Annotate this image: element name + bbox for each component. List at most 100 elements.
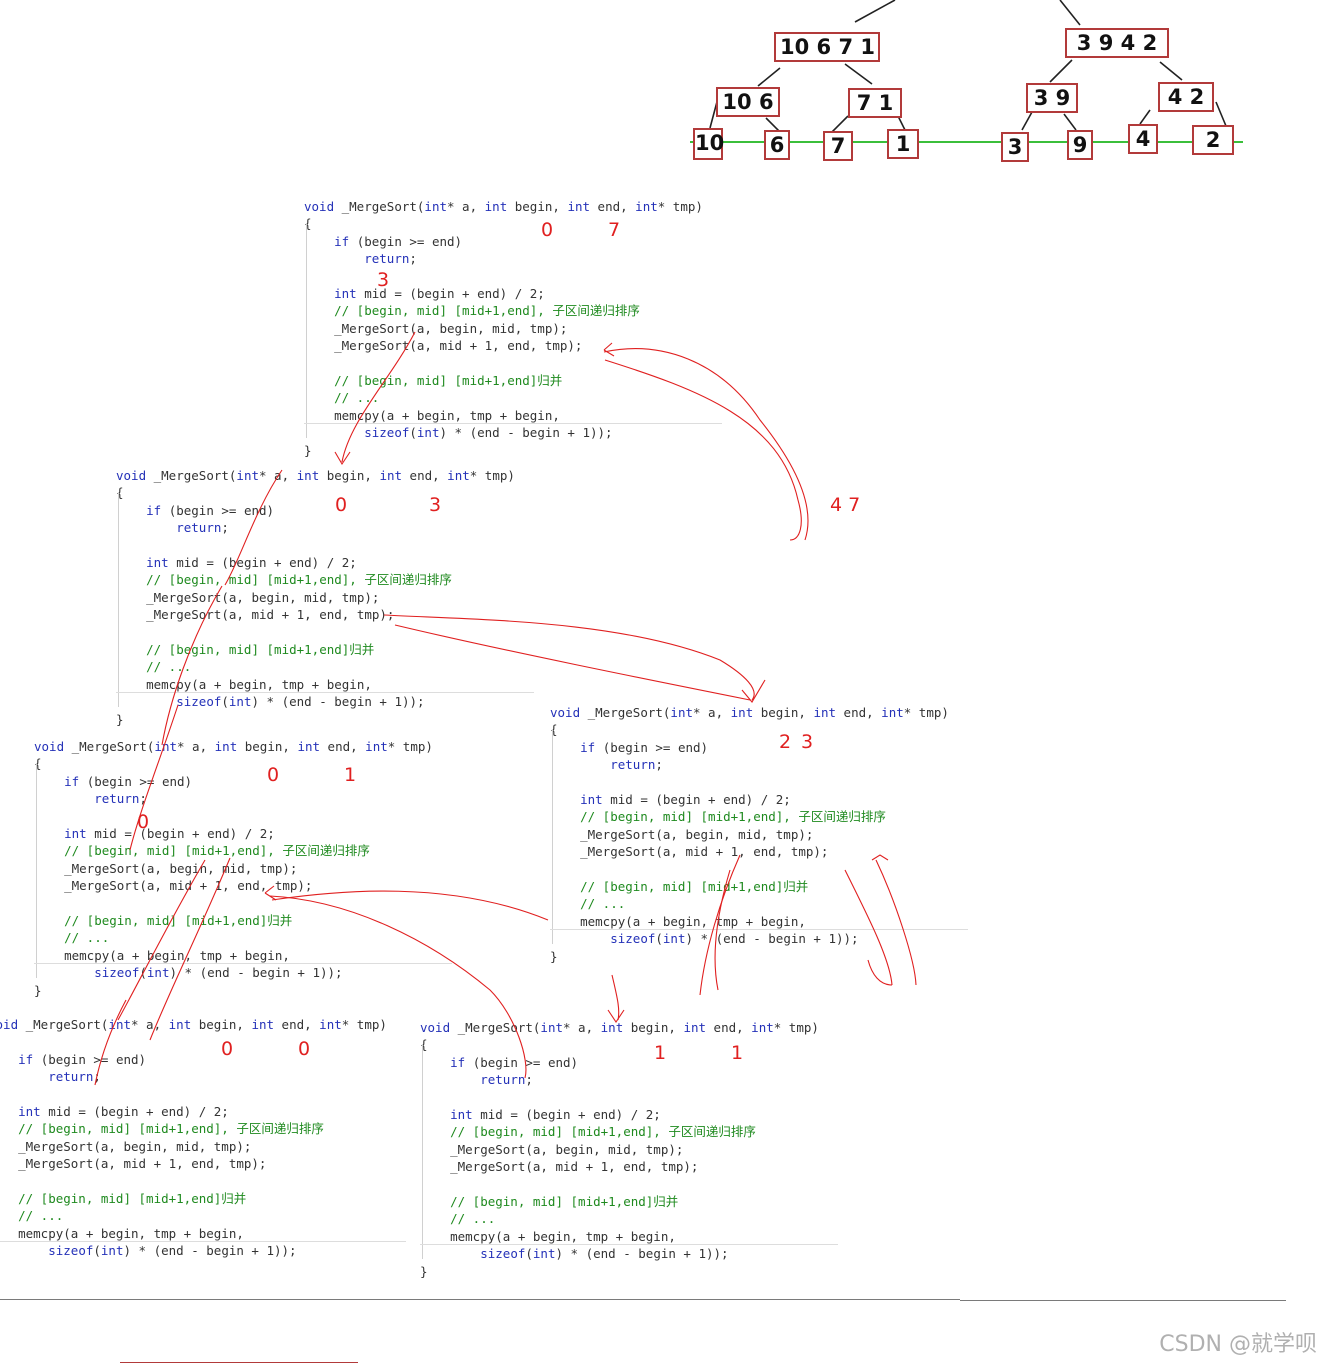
annot-b5-begin: 0 [221,1038,234,1060]
annot-b6-end: 1 [731,1042,744,1064]
code-line: // [begin, mid] [mid+1,end], 子区间递归排序 [34,843,370,859]
tree-leaf-4: 4 [1128,124,1158,154]
code-line: _MergeSort(a, begin, mid, tmp); [116,589,380,605]
code-block-0-3: void _MergeSort(int* a, int begin, int e… [116,467,536,729]
separator-right [960,1300,1286,1301]
current-line-highlight [34,962,452,964]
tree-node-7-1: 7 1 [848,88,902,118]
code-block-0-1: void _MergeSort(int* a, int begin, int e… [34,738,454,1000]
code-line: sizeof(int) * (end - begin + 1)); [176,694,425,710]
current-line-highlight [420,1243,838,1245]
annot-b3-end: 3 [801,731,814,753]
code-line: // ... [18,1208,64,1224]
annot-b2-begin: 0 [335,494,348,516]
tree-leaf-1: 1 [887,129,919,159]
code-block-2-3: void _MergeSort(int* a, int begin, int e… [550,704,970,966]
code-line: memcpy(a + begin, tmp + begin, [0,1225,244,1241]
code-line: int mid = (begin + end) / 2; [334,286,545,301]
code-block-0-0: void _MergeSort(int* a, int begin, int e… [0,1016,408,1278]
code-line: void _MergeSort(int* a, int begin, int e… [304,199,703,214]
separator-bottom [120,1362,358,1363]
code-line: int mid = (begin + end) / 2; [580,792,791,807]
code-line: // [begin, mid] [mid+1,end]归并 [420,1194,679,1209]
tree-leaf-3: 3 [1001,132,1029,162]
code-line: // [begin, mid] [mid+1,end]归并 [116,642,375,657]
code-line: _MergeSort(a, mid + 1, end, tmp); [116,607,395,623]
code-line: return; [364,251,417,267]
code-line: sizeof(int) * (end - begin + 1)); [94,965,343,981]
code-line: int mid = (begin + end) / 2; [450,1107,661,1122]
code-line: memcpy(a + begin, tmp + begin, [420,1228,676,1244]
code-line: if (begin >= end) [334,233,463,249]
code-line: return; [480,1072,533,1088]
code-line: _MergeSort(a, mid + 1, end, tmp); [550,844,829,860]
tree-node-left-4: 10 6 7 1 [774,32,880,62]
code-line: { [304,216,312,232]
current-line-highlight [304,422,722,424]
code-line: { [550,722,558,738]
tree-node-10-6: 10 6 [716,87,780,117]
code-line: // ... [420,1211,496,1227]
tree-node-4-2: 4 2 [1158,82,1214,112]
code-line: sizeof(int) * (end - begin + 1)); [48,1243,297,1259]
code-line: _MergeSort(a, mid + 1, end, tmp); [34,878,313,894]
code-line: } [116,711,124,727]
code-line: int mid = (begin + end) / 2; [64,826,275,841]
code-line: // ... [304,390,380,406]
code-line: // [begin, mid] [mid+1,end], 子区间递归排序 [420,1124,756,1140]
annot-b4-end: 1 [344,764,357,786]
tree-leaf-9: 9 [1067,130,1093,160]
code-line: { [116,485,124,501]
code-line: void _MergeSort(int* a, int begin, int e… [550,705,949,720]
code-line: return; [610,757,663,773]
code-block-0-7: void _MergeSort(int* a, int begin, int e… [304,198,724,460]
code-line: // [begin, mid] [mid+1,end], 子区间递归排序 [0,1121,324,1137]
code-line: memcpy(a + begin, tmp + begin, [34,947,290,963]
code-line: // [begin, mid] [mid+1,end], 子区间递归排序 [550,809,886,825]
indent-guide [118,493,119,707]
code-line: // [begin, mid] [mid+1,end]归并 [0,1191,247,1206]
code-line: } [304,442,312,458]
code-line: // ... [550,896,626,912]
current-line-highlight [550,928,968,930]
tree-leaf-10: 10 [693,128,724,160]
annot-side-4-7: 4 7 [830,494,861,516]
code-line: return; [94,791,147,807]
tree-leaf-7: 7 [823,131,853,161]
indent-guide [422,1045,423,1259]
code-line: memcpy(a + begin, tmp + begin, [116,676,372,692]
code-line: // [begin, mid] [mid+1,end]归并 [34,913,293,928]
indent-guide [552,730,553,944]
csdn-watermark: CSDN @就学呗 [1159,1332,1317,1357]
code-line: void _MergeSort(int* a, int begin, int e… [116,468,515,483]
code-line: // [begin, mid] [mid+1,end], 子区间递归排序 [116,572,452,588]
code-line: return; [176,520,229,536]
annot-b1-end: 7 [608,219,621,241]
annot-b3-begin: 2 [779,731,792,753]
code-line: _MergeSort(a, begin, mid, tmp); [550,826,814,842]
code-line: void _MergeSort(int* a, int begin, int e… [420,1020,819,1035]
code-line: int mid = (begin + end) / 2; [18,1104,229,1119]
annot-b5-end: 0 [298,1038,311,1060]
code-line: // [begin, mid] [mid+1,end]归并 [304,373,563,388]
indent-guide [36,764,37,978]
tree-node-right-4: 3 9 4 2 [1065,28,1169,58]
code-line: { [420,1037,428,1053]
annot-b6-begin: 1 [654,1042,667,1064]
code-line: sizeof(int) * (end - begin + 1)); [610,931,859,947]
code-line: _MergeSort(a, begin, mid, tmp); [304,320,568,336]
code-line: void _MergeSort(int* a, int begin, int e… [0,1017,387,1032]
annot-b1-mid: 3 [377,269,390,291]
code-line: memcpy(a + begin, tmp + begin, [304,407,560,423]
code-block-1-1: void _MergeSort(int* a, int begin, int e… [420,1019,840,1281]
code-line: { [34,756,42,772]
code-line: _MergeSort(a, begin, mid, tmp); [0,1138,252,1154]
code-line: sizeof(int) * (end - begin + 1)); [364,425,613,441]
code-line: _MergeSort(a, mid + 1, end, tmp); [304,338,583,354]
code-line: if (begin >= end) [64,773,193,789]
code-line: sizeof(int) * (end - begin + 1)); [480,1246,729,1262]
annot-b1-begin: 0 [541,219,554,241]
current-line-highlight [116,691,534,693]
separator-left [0,1299,960,1300]
